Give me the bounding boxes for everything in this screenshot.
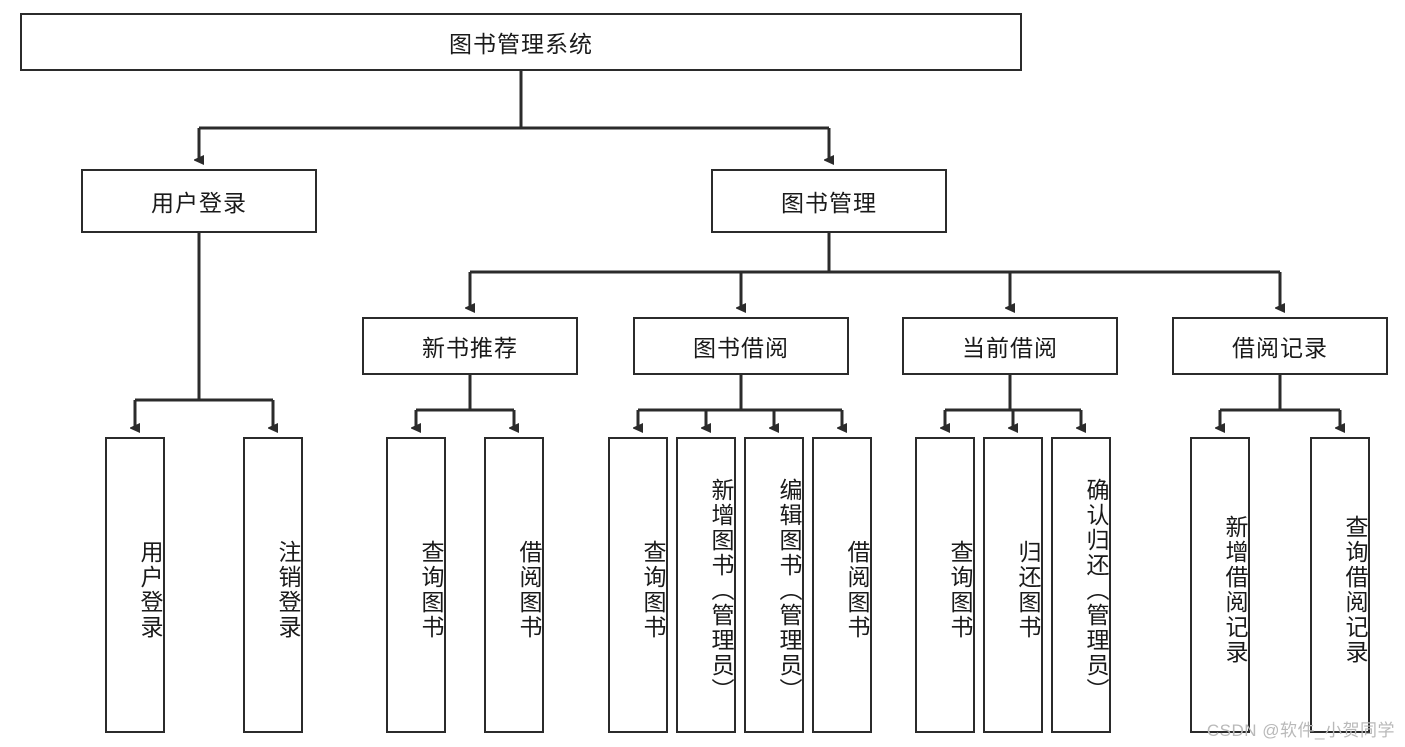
node-leaf-label: 查询图书 xyxy=(418,540,444,640)
node-leaf-label: 编辑图书（管理员） xyxy=(776,477,802,703)
node-borrow-records[interactable]: 借阅记录 xyxy=(1172,317,1388,375)
node-leaf-user-login[interactable]: 用户登录 xyxy=(105,437,165,733)
node-leaf-query-book[interactable]: 查询图书 xyxy=(608,437,668,733)
node-leaf-label: 查询借阅记录 xyxy=(1342,515,1368,665)
node-leaf-add-borrow-record[interactable]: 新增借阅记录 xyxy=(1190,437,1250,733)
node-leaf-label: 注销登录 xyxy=(275,540,301,640)
node-leaf-query-book-current[interactable]: 查询图书 xyxy=(915,437,975,733)
node-leaf-query-borrow-record[interactable]: 查询借阅记录 xyxy=(1310,437,1370,733)
node-book-manage[interactable]: 图书管理 xyxy=(711,169,947,233)
node-leaf-borrow-book[interactable]: 借阅图书 xyxy=(812,437,872,733)
node-leaf-label: 用户登录 xyxy=(137,540,163,640)
node-new-book-recommend[interactable]: 新书推荐 xyxy=(362,317,578,375)
node-leaf-return-book[interactable]: 归还图书 xyxy=(983,437,1043,733)
node-leaf-user-logout[interactable]: 注销登录 xyxy=(243,437,303,733)
node-leaf-label: 新增借阅记录 xyxy=(1222,515,1248,665)
node-leaf-label: 借阅图书 xyxy=(844,540,870,640)
node-leaf-edit-book-admin[interactable]: 编辑图书（管理员） xyxy=(744,437,804,733)
node-leaf-add-book-admin[interactable]: 新增图书（管理员） xyxy=(676,437,736,733)
watermark-text: CSDN @软件_小贺同学 xyxy=(1206,721,1395,740)
node-leaf-query-book-recommend[interactable]: 查询图书 xyxy=(386,437,446,733)
node-leaf-label: 确认归还（管理员） xyxy=(1083,477,1109,703)
node-leaf-confirm-return-admin[interactable]: 确认归还（管理员） xyxy=(1051,437,1111,733)
node-book-borrow[interactable]: 图书借阅 xyxy=(633,317,849,375)
node-leaf-borrow-book-recommend[interactable]: 借阅图书 xyxy=(484,437,544,733)
node-leaf-label: 查询图书 xyxy=(947,540,973,640)
node-leaf-label: 新增图书（管理员） xyxy=(708,477,734,703)
node-user-login[interactable]: 用户登录 xyxy=(81,169,317,233)
node-current-borrow[interactable]: 当前借阅 xyxy=(902,317,1118,375)
node-leaf-label: 归还图书 xyxy=(1015,540,1041,640)
node-leaf-label: 借阅图书 xyxy=(516,540,542,640)
node-root-system[interactable]: 图书管理系统 xyxy=(20,13,1022,71)
node-leaf-label: 查询图书 xyxy=(640,540,666,640)
